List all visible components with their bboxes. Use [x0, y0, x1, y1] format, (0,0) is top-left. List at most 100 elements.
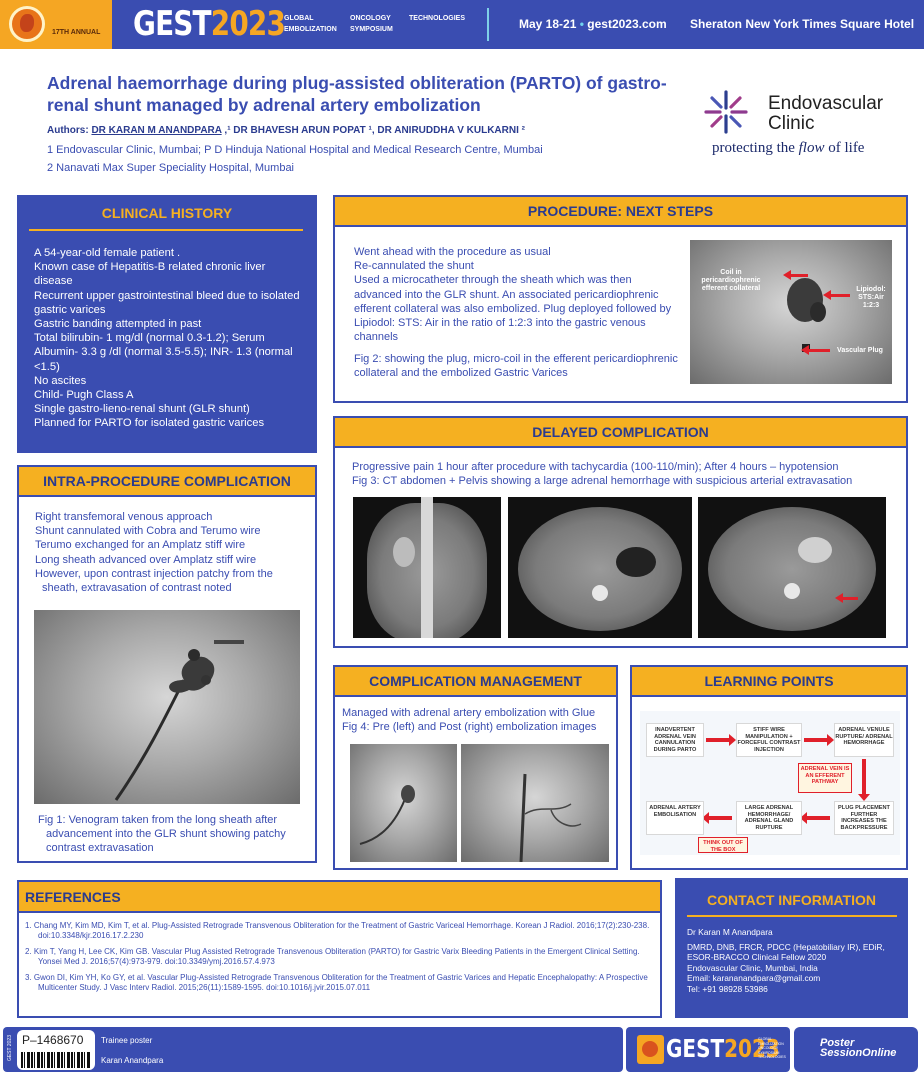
poster-id-card: P–1468670: [17, 1030, 95, 1070]
tagline-part-1: protecting the: [712, 140, 799, 156]
poster-session-online-logo[interactable]: Poster SessionOnline: [794, 1027, 918, 1072]
management-line-1: Managed with adrenal artery embolization…: [342, 707, 596, 719]
endovascular-clinic-logo: Endovascular Clinic protecting the flow …: [702, 88, 892, 168]
ct-spine-shape: [421, 497, 433, 638]
authors-line: Authors: DR KARAN M ANANDPARA ,¹ DR BHAV…: [47, 125, 525, 136]
history-line: Total bilirubin- 1 mg/dl (normal 0.3-1.2…: [34, 332, 293, 373]
intra-line: Long sheath advanced over Amplatz stiff …: [35, 553, 257, 566]
ct-coronal-image: [353, 497, 501, 638]
flow-arrow-right-icon: [706, 734, 736, 746]
history-line: Child- Pugh Class A: [34, 389, 134, 402]
tag-technologies: TECHNOLOGIES: [409, 15, 466, 22]
ct-axial-image-1: [508, 497, 692, 638]
ct-body-shape: [708, 507, 876, 631]
gest-globe-icon: [637, 1035, 664, 1064]
clinical-history-heading: CLINICAL HISTORY: [101, 205, 233, 221]
footer-year: 2023: [724, 1034, 780, 1063]
footer-vertical-tag: GEST 2023: [7, 1035, 13, 1062]
flow-note-think: THINK OUT OF THE BOX: [698, 837, 748, 853]
contact-qualifications: DMRD, DNB, FRCR, PDCC (Hepatobiliary IR)…: [687, 941, 885, 963]
contact-email[interactable]: Email: karananandpara@gmail.com: [687, 973, 821, 984]
affiliation-2: 2 Nanavati Max Super Speciality Hospital…: [47, 162, 295, 174]
clinic-tagline: protecting the flow of life: [712, 140, 864, 157]
footer-poster-info: GEST 2023 P–1468670 Trainee poster Karan…: [3, 1027, 623, 1072]
procedure-line: Re-cannulated the shunt: [354, 260, 474, 273]
footer-sub-line: SYMPOSIUM: [758, 1050, 780, 1055]
annual-badge: 17TH ANNUAL: [0, 0, 112, 49]
footer-brand: GEST: [666, 1034, 725, 1063]
history-line: Recurrent upper gastrointestinal bleed d…: [34, 289, 300, 316]
procedure-line: Went ahead with the procedure as usual: [354, 246, 551, 258]
coil-arrow-icon: [783, 270, 808, 280]
history-line: Planned for PARTO for isolated gastric v…: [34, 417, 265, 430]
dates-text: May 18-21: [519, 17, 577, 31]
references-heading: REFERENCES: [17, 880, 662, 913]
barcode-icon: [21, 1052, 91, 1068]
contact-phone: Tel: +91 98928 53986: [687, 983, 768, 994]
psol-wordmark: Poster SessionOnline: [820, 1037, 896, 1059]
delayed-text: Progressive pain 1 hour after procedure …: [352, 460, 902, 488]
co-authors: ,¹ DR BHAVESH ARUN POPAT ¹, DR ANIRUDDHA…: [221, 125, 525, 136]
history-line: No ascites: [34, 374, 87, 387]
website-link[interactable]: gest2023.com: [587, 17, 667, 31]
poster-id: P–1468670: [22, 1033, 84, 1047]
poster-title: Adrenal haemorrhage during plug-assisted…: [47, 73, 667, 115]
ct-axial-image-2: [698, 497, 886, 638]
flow-note-efferent: ADRENAL VEIN IS AN EFFERENT PATHWAY: [798, 763, 852, 793]
fig1-caption: Fig 1: Venogram taken from the long shea…: [38, 814, 286, 855]
learning-flowchart: INADVERTENT ADRENAL VEIN CANNULATION DUR…: [640, 711, 900, 855]
psol-line-1: Poster: [820, 1037, 855, 1049]
coil-label: Coil in pericardiophrenic efferent colla…: [701, 269, 761, 292]
presenter-name: Karan Anandpara: [101, 1056, 164, 1065]
contact-organization: Endovascular Clinic, Mumbai, India: [687, 962, 818, 973]
contact-details: Dr Karan M Anandpara DMRD, DNB, FRCR, PD…: [687, 927, 902, 995]
heading-rule: [29, 229, 303, 231]
poster-category: Trainee poster: [101, 1036, 153, 1045]
clinical-history-section: CLINICAL HISTORY A 54-year-old female pa…: [17, 195, 317, 453]
references-list: 1. Chang MY, Kim MD, Kim T, et al. Plug-…: [23, 921, 653, 999]
flow-arrow-left-icon: [800, 812, 830, 824]
fluoroscopy-image: Coil in pericardiophrenic efferent colla…: [690, 240, 892, 384]
plug-arrow-icon: [801, 345, 830, 355]
intra-procedure-text: Right transfemoral venous approach Shunt…: [35, 510, 303, 595]
tag-column-2: ONCOLOGY SYMPOSIUM: [350, 13, 393, 35]
pre-embolization-image: [350, 744, 457, 862]
tagline-part-3: of life: [824, 140, 865, 156]
authors-label: Authors:: [47, 125, 89, 136]
learning-heading: LEARNING POINTS: [630, 665, 908, 697]
management-text: Managed with adrenal artery embolization…: [342, 706, 614, 734]
delayed-line-1: Progressive pain 1 hour after procedure …: [352, 461, 839, 473]
brand-name: GEST: [133, 4, 212, 44]
delayed-line-2: Fig 3: CT abdomen + Pelvis showing a lar…: [352, 475, 853, 488]
reference-item: 2. Kim T, Yang H, Lee CK, Kim GB. Vascul…: [25, 947, 640, 966]
management-heading: COMPLICATION MANAGEMENT: [333, 665, 618, 697]
intra-line: However, upon contrast injection patchy …: [35, 567, 273, 595]
reference-item: 1. Chang MY, Kim MD, Kim T, et al. Plug-…: [25, 921, 650, 940]
venogram-drawing: [114, 640, 244, 801]
ct-stomach-shape: [798, 537, 832, 563]
clinic-name-line2: Clinic: [768, 113, 815, 134]
conference-dates: May 18-21 • gest2023.com: [519, 17, 667, 31]
delayed-heading: DELAYED COMPLICATION: [333, 416, 908, 448]
globe-icon: [9, 6, 45, 42]
tag-embolization: EMBOLIZATION: [284, 26, 337, 33]
flow-arrow-down-icon: [858, 759, 870, 801]
procedure-line: Used a microcatheter through the sheath …: [354, 274, 672, 344]
ct-body-shape: [518, 507, 682, 631]
intra-procedure-heading: INTRA-PROCEDURE COMPLICATION: [17, 465, 317, 497]
tag-column-3: TECHNOLOGIES: [409, 13, 465, 24]
footer-gest-sub: GLOBAL EMBOLIZATION ONCOLOGY SYMPOSIUM T…: [758, 1037, 786, 1060]
tag-column-1: GLOBAL EMBOLIZATION: [284, 13, 337, 35]
pre-embolization-drawing: [359, 785, 415, 845]
procedure-text: Went ahead with the procedure as usual R…: [354, 245, 682, 344]
affiliation-1: 1 Endovascular Clinic, Mumbai; P D Hindu…: [47, 144, 543, 156]
flow-step-3: ADRENAL VENULE RUPTURE/ ADRENAL HEMORRHA…: [834, 723, 894, 757]
annual-label: 17TH ANNUAL: [52, 29, 101, 36]
flow-step-2: STIFF WIRE MANIPULATION + FORCEFUL CONTR…: [736, 723, 802, 757]
management-line-2: Fig 4: Pre (left) and Post (right) embol…: [342, 721, 597, 734]
post-embolization-image: [461, 744, 609, 862]
conference-header: 17TH ANNUAL GEST2023 GLOBAL EMBOLIZATION…: [0, 0, 924, 49]
clinic-star-icon: [704, 90, 748, 134]
hemorrhage-arrow-icon: [835, 593, 858, 603]
header-divider: [487, 8, 489, 41]
